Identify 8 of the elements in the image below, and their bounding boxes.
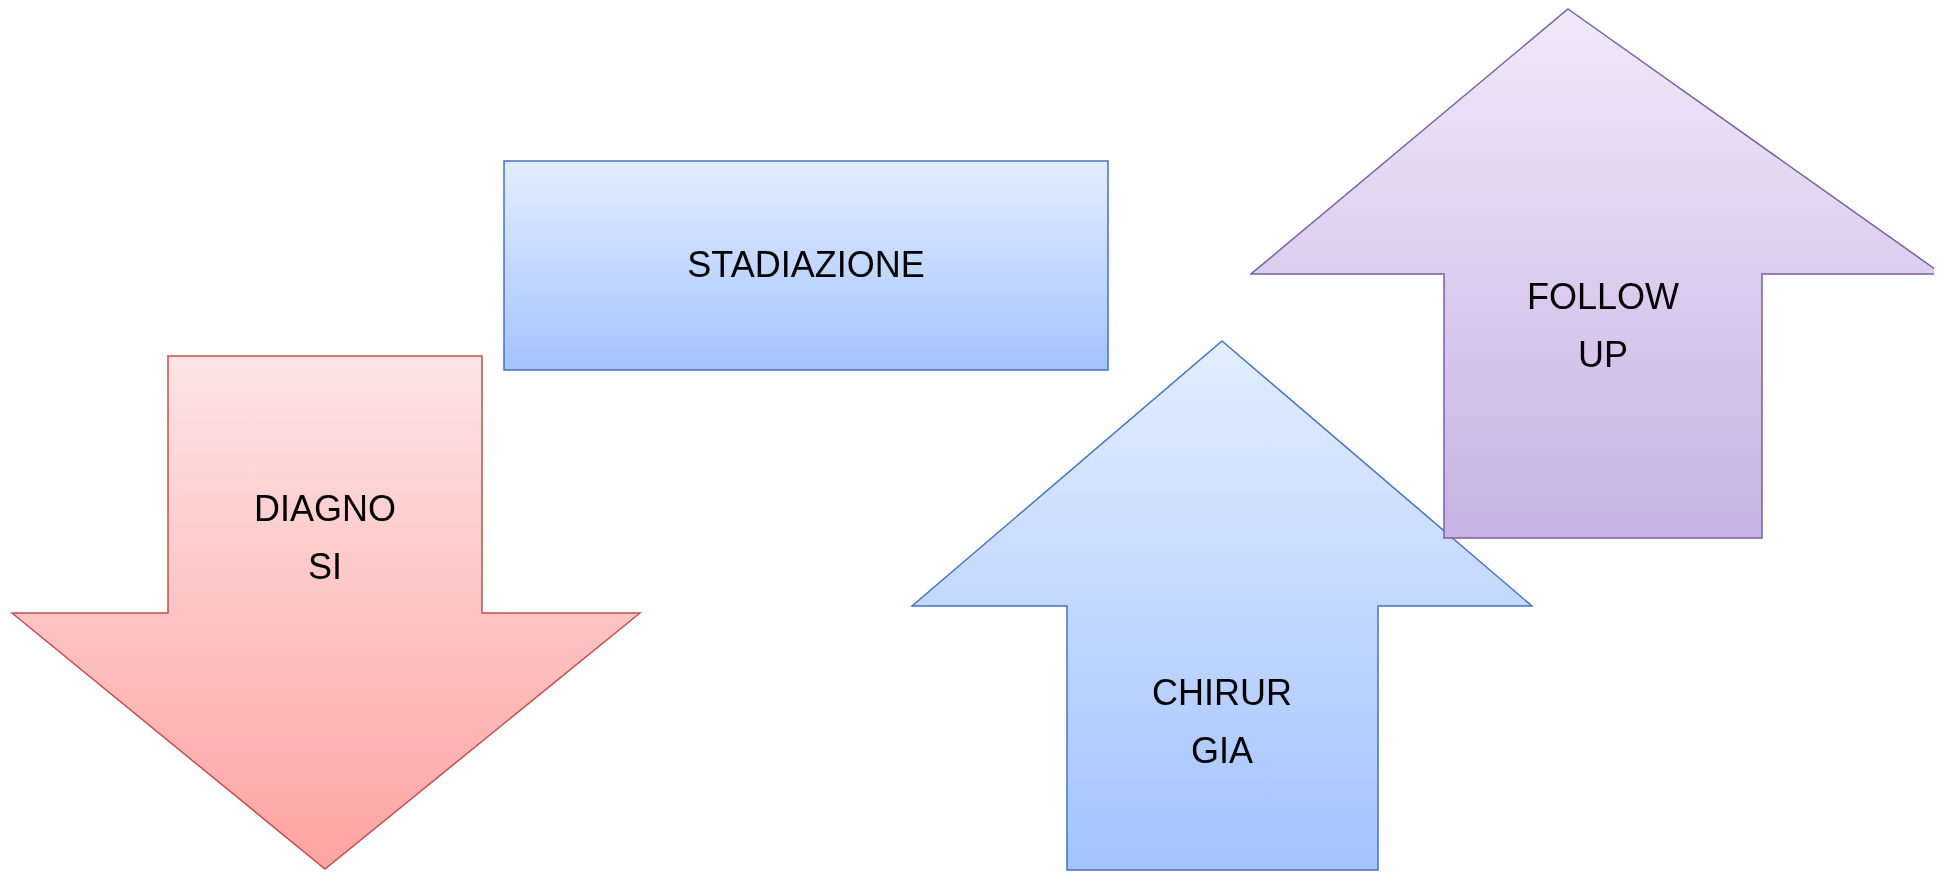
down-arrow [10,355,642,871]
shape-label: CHIRUR GIA [1152,671,1292,773]
shape-label: DIAGNO SI [254,487,396,589]
shape-label: FOLLOW UP [1527,275,1679,377]
up-arrow [910,340,1534,871]
up-arrow [1250,8,1934,540]
process-box [503,160,1109,371]
shape-label: STADIAZIONE [687,243,925,287]
